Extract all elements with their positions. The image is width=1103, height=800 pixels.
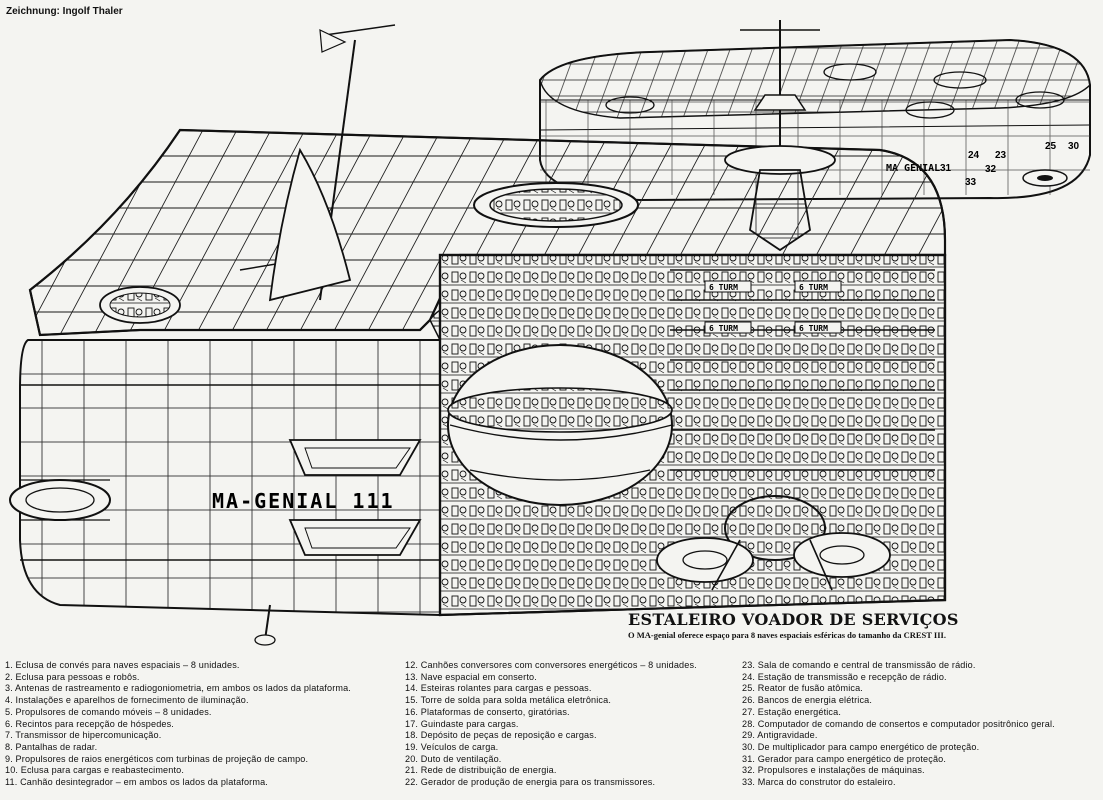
callout-number: 25 (1045, 141, 1057, 152)
legend-item: 32. Propulsores e instalações de máquina… (742, 765, 925, 776)
legend-column-1: 1. Eclusa de convés para naves espaciais… (5, 660, 351, 789)
desintegrator-cannon (254, 604, 276, 646)
legend-item: 15. Torre de solda para solda metálica e… (405, 695, 611, 706)
tower-label: 6 TURM (709, 324, 738, 333)
legend-item: 25. Reator de fusão atômica. (742, 683, 863, 694)
legend-item: 23. Sala de comando e central de transmi… (742, 660, 976, 670)
legend-item: 27. Estação energética. (742, 706, 841, 717)
shipyard-cutaway-drawing: MA GENIAL 31 24 23 25 30 32 33 MA-GENIAL… (9, 20, 1091, 646)
legend-item: 1. Eclusa de convés para naves espaciais… (5, 660, 240, 670)
callout-number: 24 (968, 150, 980, 161)
legend-item: 22. Gerador de produção de energia para … (405, 777, 656, 788)
legend-item: 20. Duto de ventilação. (405, 753, 502, 764)
legend-column-2: 12. Canhões conversores com conversores … (405, 660, 697, 789)
legend-item: 2. Eclusa para pessoas e robôs. (5, 671, 140, 682)
legend-item: 21. Rede de distribuição de energia. (405, 765, 557, 776)
landing-legs (656, 495, 891, 591)
legend-item: 12. Canhões conversores com conversores … (405, 660, 697, 670)
tower-labels: 6 TURM 6 TURM 6 TURM 6 TURM (704, 280, 842, 334)
legend-item: 9. Propulsores de raios energéticos com … (5, 753, 309, 764)
legend-item: 5. Propulsores de comando móveis – 8 uni… (5, 706, 212, 717)
tower-label: 6 TURM (799, 324, 828, 333)
legend-item: 13. Nave espacial em conserto. (405, 671, 537, 682)
tower-label: 6 TURM (799, 283, 828, 292)
legend-item: 14. Esteiras rolantes para cargas e pess… (405, 683, 592, 694)
rear-number-callouts: 31 24 23 25 30 32 33 (940, 141, 1080, 188)
legend-item: 7. Transmissor de hipercomunicação. (5, 730, 162, 741)
legend-item: 30. De multiplicador para campo energéti… (742, 741, 980, 752)
hull-marking: MA-GENIAL 111 (212, 489, 395, 513)
control-tower (724, 20, 836, 252)
callout-number: 33 (965, 177, 977, 188)
callout-number: 30 (1068, 141, 1080, 152)
legend-item: 24. Estação de transmissão e recepção de… (742, 671, 947, 682)
legend-item: 28. Computador de comando de consertos e… (742, 718, 1055, 729)
legend-item: 33. Marca do construtor do estaleiro. (742, 777, 896, 788)
drawing-credit: Zeichnung: Ingolf Thaler (6, 6, 123, 17)
legend-item: 3. Antenas de rastreamento e radiogoniom… (5, 683, 351, 694)
legend-item: 31. Gerador para campo energético de pro… (742, 753, 947, 764)
callout-number: 23 (995, 150, 1007, 161)
antenna-mast (239, 24, 396, 302)
legend-item: 10. Eclusa para cargas e reabastecimento… (5, 765, 185, 776)
callout-number: 31 (940, 163, 952, 174)
legend-item: 6. Recintos para recepção de hóspedes. (5, 718, 174, 729)
drawing-subtitle: O MA-genial oferece espaço para 8 naves … (628, 630, 946, 640)
legend-item: 17. Guindaste para cargas. (405, 718, 519, 729)
legend: 1. Eclusa de convés para naves espaciais… (5, 660, 1100, 796)
legend-item: 26. Bancos de energia elétrica. (742, 695, 873, 706)
title-block: ESTALEIRO VOADOR DE SERVIÇOS O MA-genial… (628, 610, 1098, 640)
legend-item: 29. Antigravidade. (742, 730, 818, 741)
legend-item: 19. Veículos de carga. (405, 741, 499, 752)
callout-number: 32 (985, 164, 997, 175)
drawing-title: ESTALEIRO VOADOR DE SERVIÇOS (628, 610, 959, 629)
legend-column-3: 23. Sala de comando e central de transmi… (742, 660, 1055, 789)
legend-item: 18. Depósito de peças de reposição e car… (405, 730, 597, 741)
legend-item: 8. Pantalhas de radar. (5, 741, 98, 752)
legend-item: 16. Plataformas de conserto, giratórias. (405, 706, 570, 717)
tower-label: 6 TURM (709, 283, 738, 292)
legend-item: 4. Instalações e aparelhos de fornecimen… (5, 695, 249, 706)
legend-item: 11. Canhão desintegrador – em ambos os l… (5, 777, 268, 788)
